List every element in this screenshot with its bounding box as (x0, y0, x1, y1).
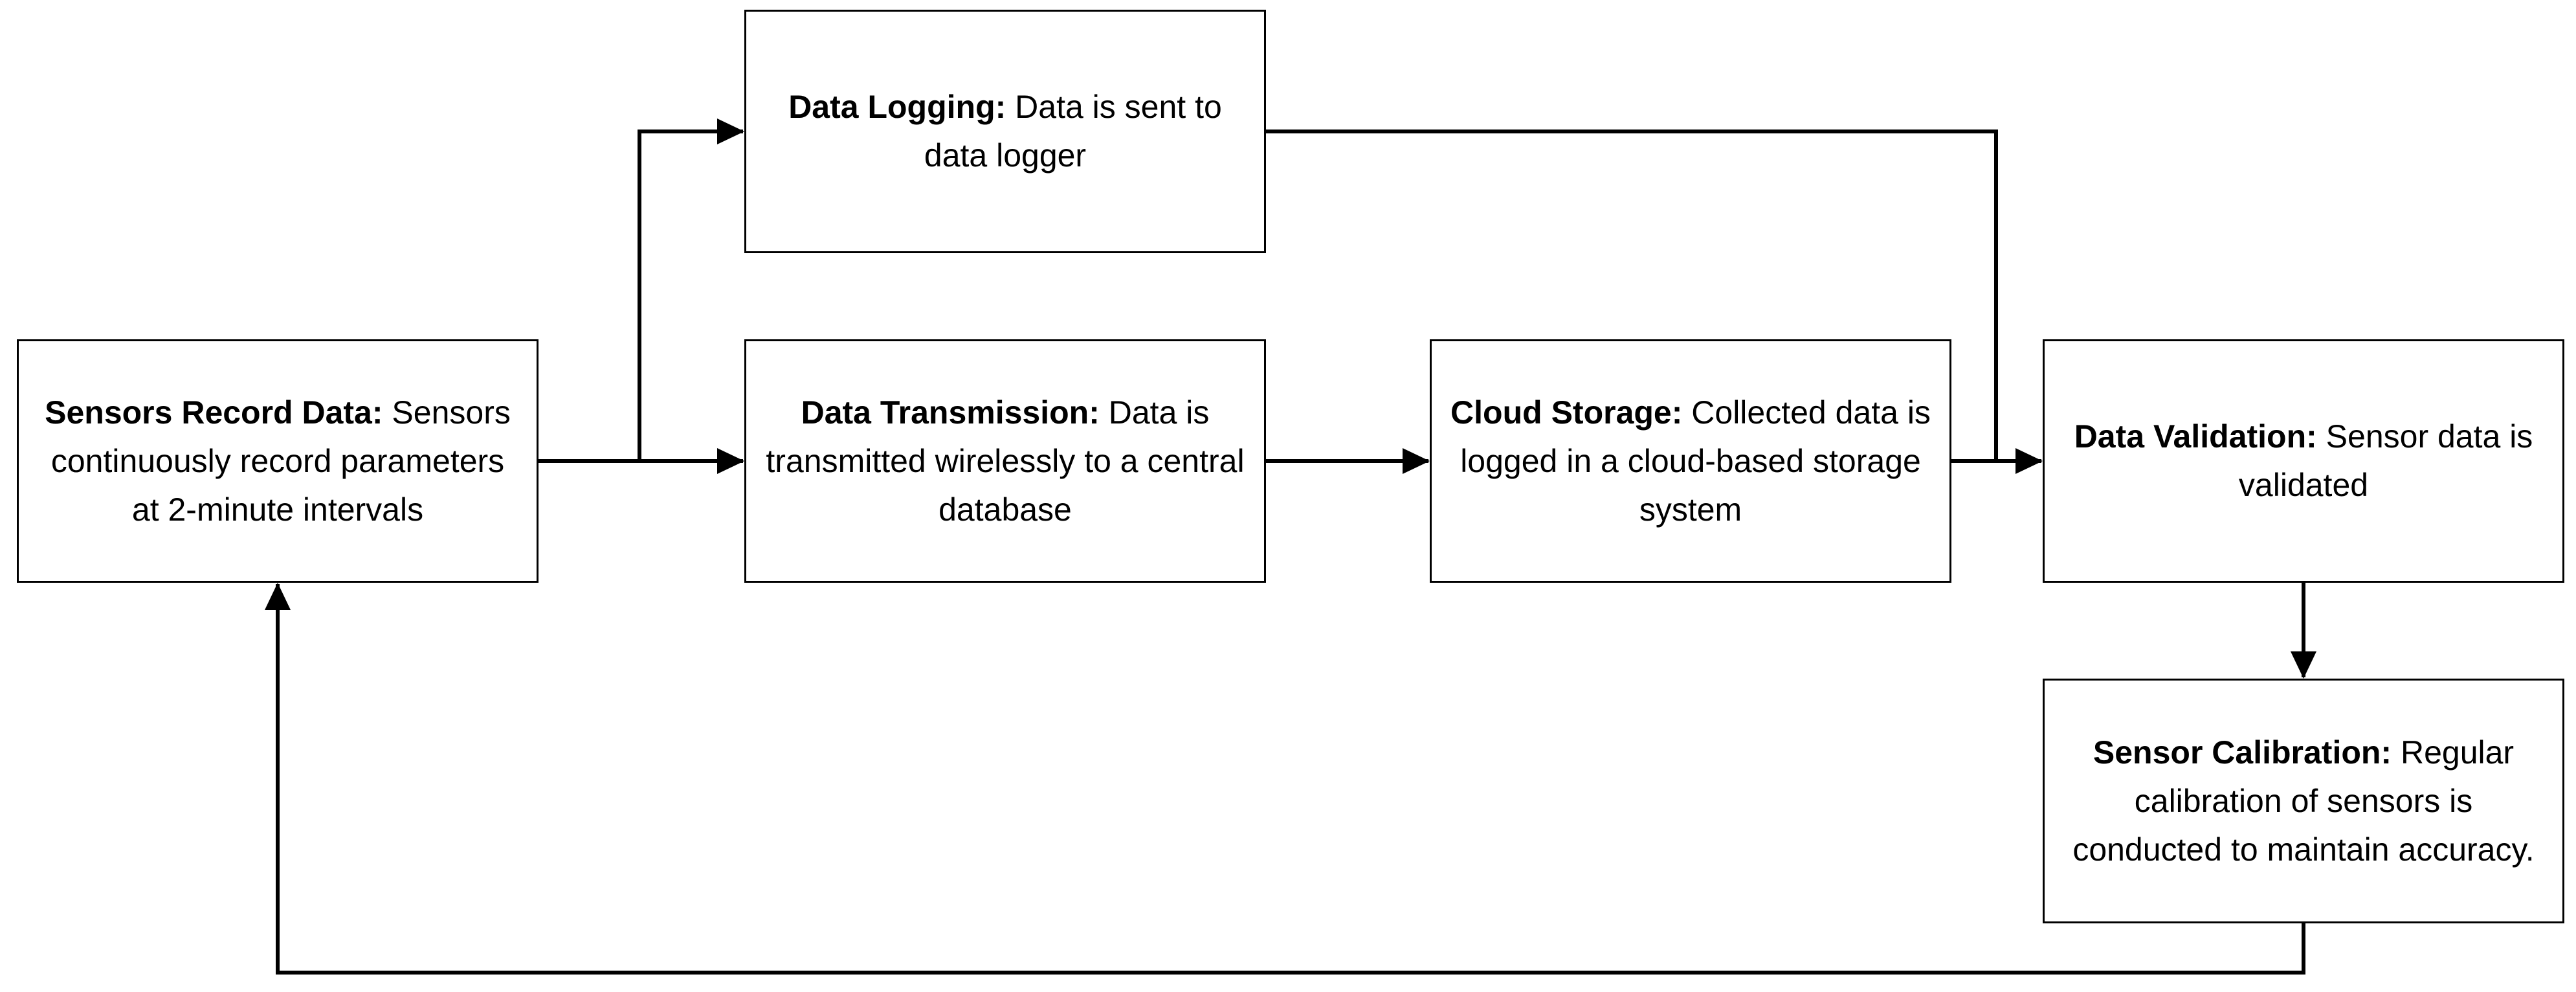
arrowhead-to-logging (717, 118, 744, 144)
arrowhead-to-validation (2015, 448, 2043, 474)
node-cloud-storage: Cloud Storage: Collected data is logged … (1430, 339, 1951, 583)
node-data-logging-title: Data Logging: (788, 89, 1006, 125)
arrowhead-to-transmission (717, 448, 744, 474)
arrowhead-to-cloud (1403, 448, 1430, 474)
node-sensors-record-data-text: Sensors continuously record parameters a… (50, 394, 511, 528)
node-sensors-record-data-title: Sensors Record Data: (45, 394, 383, 431)
node-data-transmission-content: Data Transmission: Data is transmitted w… (762, 389, 1249, 534)
edge-calibration-to-sensors (276, 584, 2305, 975)
node-sensors-record-data: Sensors Record Data: Sensors continuousl… (17, 339, 539, 583)
node-data-transmission-title: Data Transmission: (801, 394, 1100, 431)
node-data-transmission-text: Data is transmitted wirelessly to a cent… (766, 394, 1245, 528)
arrowhead-to-sensors (265, 583, 291, 610)
node-cloud-storage-title: Cloud Storage: (1450, 394, 1683, 431)
node-data-transmission: Data Transmission: Data is transmitted w… (744, 339, 1266, 583)
edge-logging-to-validation (1266, 130, 1998, 461)
node-sensors-record-data-content: Sensors Record Data: Sensors continuousl… (34, 389, 521, 534)
node-cloud-storage-content: Cloud Storage: Collected data is logged … (1447, 389, 1934, 534)
node-sensor-calibration-content: Sensor Calibration: Regular calibration … (2060, 728, 2547, 874)
arrowhead-to-calibration (2291, 651, 2316, 679)
node-data-validation-text: Sensor data is validated (2238, 418, 2533, 503)
node-data-logging-text: Data is sent to data logger (924, 89, 1222, 174)
node-data-validation: Data Validation: Sensor data is validate… (2043, 339, 2564, 583)
node-data-logging: Data Logging: Data is sent to data logge… (744, 10, 1266, 253)
node-cloud-storage-text: Collected data is logged in a cloud-base… (1460, 394, 1931, 528)
node-data-validation-title: Data Validation: (2074, 418, 2317, 455)
node-data-validation-content: Data Validation: Sensor data is validate… (2060, 412, 2547, 510)
node-sensor-calibration-title: Sensor Calibration: (2093, 734, 2392, 771)
node-data-logging-content: Data Logging: Data is sent to data logge… (762, 83, 1249, 180)
node-sensor-calibration: Sensor Calibration: Regular calibration … (2043, 679, 2564, 923)
edge-sensors-to-logging (638, 130, 743, 461)
node-sensor-calibration-text: Regular calibration of sensors is conduc… (2072, 734, 2535, 868)
